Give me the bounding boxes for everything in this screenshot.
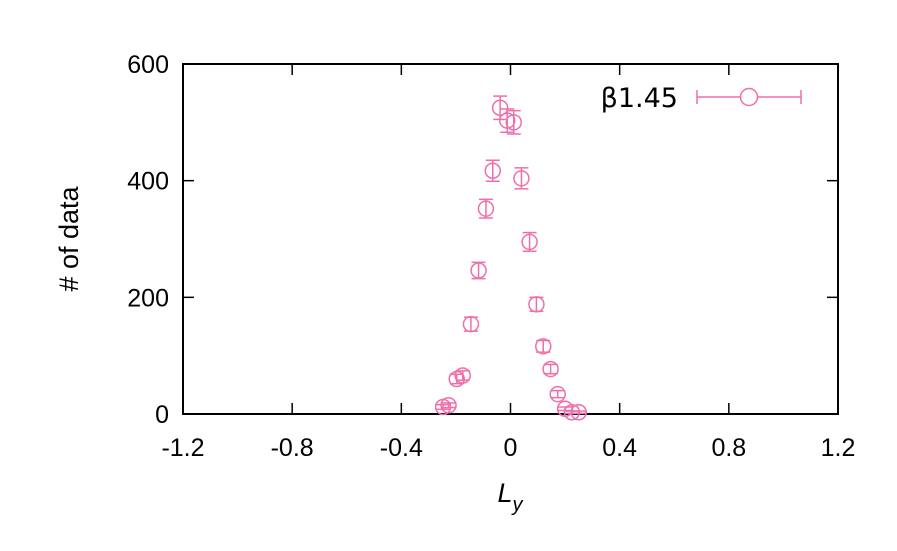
point-marker [462,315,480,333]
data-point [528,296,545,313]
point-marker [470,262,487,279]
data-point [521,231,538,252]
x-tick-label: 0.8 [711,434,746,462]
point-marker [498,112,516,129]
legend: β1.45 [601,83,802,114]
x-tick-label: 1.2 [821,434,856,462]
point-marker [454,367,471,384]
x-tick-label: 0 [504,434,518,462]
x-tick-label: 0.4 [602,434,637,462]
x-tick-label: -0.4 [380,434,423,462]
point-marker [505,114,523,131]
x-axis-title-main: L [497,478,512,508]
point-marker [521,233,538,251]
point-marker [513,170,530,187]
data-point [505,109,523,135]
data-point [491,95,509,121]
point-marker [570,404,587,421]
plot-frame [182,63,839,415]
x-axis-title-subscript: y [511,494,524,516]
y-axis-title: # of data [54,185,84,291]
data-point [462,315,480,333]
legend-marker [739,87,759,107]
y-tick-label: 200 [127,284,169,312]
point-marker [542,360,559,378]
y-tick-label: 400 [127,168,169,196]
data-point [535,338,552,355]
point-marker [528,296,545,313]
point-marker [535,338,552,355]
data-point [513,167,530,190]
data-point [454,367,471,384]
legend-label: β1.45 [601,83,678,114]
data-point [477,198,495,219]
data-point [470,261,487,280]
point-marker [440,397,457,414]
point-marker [549,385,566,403]
legend-sample [696,87,802,107]
point-marker [484,162,502,179]
x-tick-label: -1.2 [161,434,204,462]
x-tick-label: -0.8 [271,434,314,462]
axis-tick-labels: -1.2 -0.8 -0.4 0 0.4 0.8 1.2 0 200 400 600 [127,51,855,462]
data-point [498,108,516,133]
data-point [549,385,566,403]
data-point [484,159,502,182]
axis-ticks [182,63,839,415]
y-tick-label: 600 [127,51,169,79]
x-axis-title: Ly [497,478,523,516]
data-point [542,360,559,378]
point-marker [477,200,495,217]
data-point [570,404,587,421]
data-point [440,397,457,414]
y-tick-label: 0 [155,401,169,429]
data-marks [434,95,587,421]
point-marker [491,99,509,116]
